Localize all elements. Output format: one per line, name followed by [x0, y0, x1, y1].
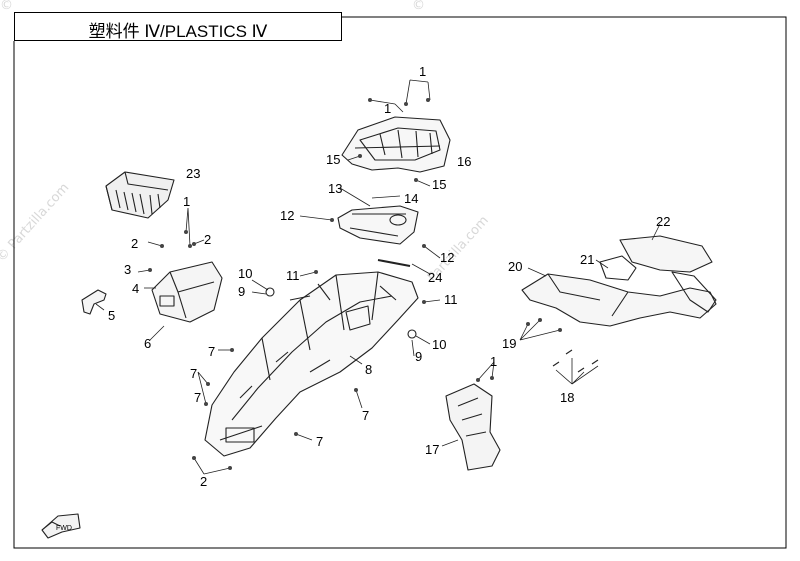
callout-3: 3	[124, 262, 131, 277]
callout-16: 16	[457, 154, 471, 169]
part-battery-bracket	[151, 261, 223, 323]
part-rod	[377, 259, 411, 267]
watermark-copyright-left: ©	[0, 0, 13, 13]
fastener-dots	[148, 98, 562, 470]
callout-2b: 2	[204, 232, 211, 247]
callout-7a: 7	[208, 344, 215, 359]
callout-9a: 9	[238, 284, 245, 299]
callout-2a: 2	[131, 236, 138, 251]
callout-23: 23	[186, 166, 200, 181]
callout-15a: 15	[326, 152, 340, 167]
callout-labels: 1 1 16 15 15 23 13 14 12 12 1 2 2 3 4 5 …	[56, 64, 670, 532]
callout-7b: 7	[190, 366, 197, 381]
callout-20: 20	[508, 259, 522, 274]
callout-5: 5	[108, 308, 115, 323]
part-washer-left	[265, 287, 275, 297]
callout-24: 24	[428, 270, 442, 285]
part-mud-flap	[445, 383, 501, 471]
callout-11a: 11	[286, 268, 300, 283]
watermark-copyright-top: ©	[412, 0, 425, 13]
callout-10b: 10	[432, 337, 446, 352]
callout-21: 21	[580, 252, 594, 267]
part-washer-right	[407, 329, 417, 339]
callout-18: 18	[560, 390, 574, 405]
page-title: 塑料件 Ⅳ/PLASTICS Ⅳ	[88, 22, 268, 41]
bolt-set	[552, 349, 599, 373]
callout-19: 19	[502, 336, 516, 351]
callout-12b: 12	[440, 250, 454, 265]
callout-13: 13	[328, 181, 342, 196]
part-side-panels-right	[521, 235, 717, 327]
callout-10a: 10	[238, 266, 252, 281]
callout-7e: 7	[316, 434, 323, 449]
callout-12a: 12	[280, 208, 294, 223]
callout-1a: 1	[419, 64, 426, 79]
callout-7d: 7	[362, 408, 369, 423]
part-clip	[81, 289, 107, 315]
part-rear-fender	[204, 271, 419, 457]
part-rear-center-cover	[337, 205, 419, 245]
callout-7c: 7	[194, 390, 201, 405]
callout-17: 17	[425, 442, 439, 457]
callout-2c: 2	[200, 474, 207, 489]
fwd-label: FWD	[56, 525, 72, 532]
callout-15b: 15	[432, 177, 446, 192]
fwd-arrow-icon	[41, 513, 81, 539]
callout-1d: 1	[490, 354, 497, 369]
callout-14: 14	[404, 191, 418, 206]
callout-11b: 11	[444, 292, 458, 307]
callout-4: 4	[132, 281, 139, 296]
callout-9b: 9	[415, 349, 422, 364]
callout-6: 6	[144, 336, 151, 351]
title-box: 塑料件 Ⅳ/PLASTICS Ⅳ	[14, 12, 342, 41]
part-rear-rack-cover	[341, 116, 451, 173]
drawing-border	[13, 16, 787, 549]
callout-22: 22	[656, 214, 670, 229]
leader-lines	[95, 79, 661, 475]
part-storage-box	[105, 171, 175, 219]
callout-8: 8	[365, 362, 372, 377]
callout-1b: 1	[384, 101, 391, 116]
callout-1c: 1	[183, 194, 190, 209]
